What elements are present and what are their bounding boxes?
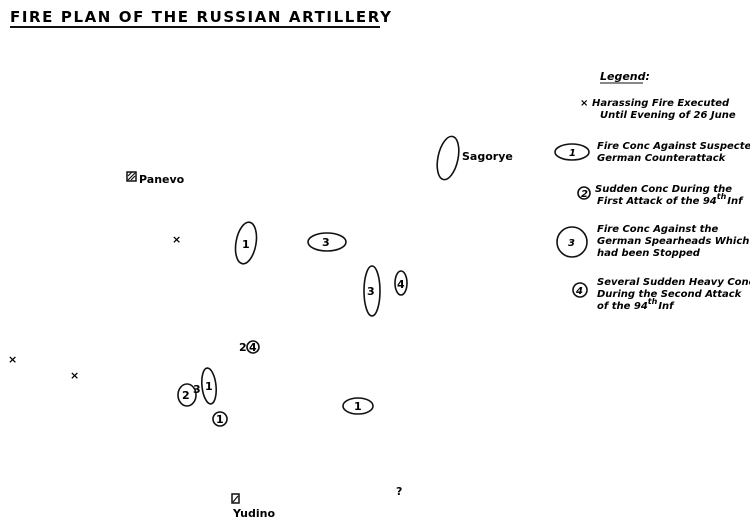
sagorye-label: Sagorye	[462, 150, 513, 163]
legend-text: Several Sudden Heavy Conc	[597, 277, 750, 288]
legend: Legend: × Harassing Fire Executed Until …	[554, 70, 750, 312]
legend-text: Fire Conc Against Suspected	[597, 141, 750, 152]
concentration-number: 1	[205, 380, 213, 393]
legend-oval-3	[556, 226, 588, 258]
concentration-number: 3	[367, 285, 375, 298]
legend-item-concentration-4: 4 Several Sudden Heavy Conc During the S…	[572, 277, 750, 312]
concentration-number: 1	[354, 400, 362, 413]
legend-symbol: 3	[568, 238, 575, 249]
legend-circle-2	[577, 186, 591, 200]
map-title: FIRE PLAN OF THE RUSSIAN ARTILLERY	[10, 8, 393, 26]
legend-symbol: 4	[575, 286, 583, 297]
concentration-number: 3	[193, 383, 201, 396]
legend-symbol: 2	[581, 189, 588, 200]
fire-concentration-oval-1	[234, 221, 258, 265]
legend-text: German Counterattack	[597, 153, 727, 164]
legend-oval-1	[554, 143, 590, 161]
legend-text: had been Stopped	[597, 248, 701, 259]
fire-concentration-oval-3	[307, 232, 347, 252]
legend-symbol: 1	[569, 148, 576, 159]
harassing-fire-mark: ×	[172, 233, 181, 246]
legend-text: During the Second Attack	[597, 289, 743, 300]
concentration-number: 1	[216, 413, 224, 426]
legend-text: Fire Conc Against the	[597, 224, 718, 235]
legend-text: Until Evening of 26 June	[600, 110, 736, 121]
concentration-number: 2	[182, 389, 190, 402]
legend-item-concentration-3: 3 Fire Conc Against the German Spearhead…	[556, 224, 749, 259]
legend-text: Harassing Fire Executed	[592, 98, 730, 109]
fire-concentration-oval-1	[436, 135, 460, 181]
fire-concentration-oval-1	[200, 367, 218, 405]
concentration-number: 2	[239, 341, 247, 354]
panevo-village: Panevo	[126, 171, 185, 186]
yudino-label: Yudino	[232, 507, 275, 520]
legend-circle-4	[572, 282, 588, 298]
concentration-number: 1	[242, 238, 250, 251]
yudino-village: Yudino	[231, 493, 275, 520]
fire-concentration-oval-1	[342, 397, 374, 415]
fire-concentration-oval-3	[363, 265, 381, 317]
concentration-number: 4	[397, 278, 405, 291]
fire-concentration-circle-2	[177, 383, 197, 407]
legend-symbol: ×	[580, 98, 588, 109]
fire-concentration-circle-1	[212, 411, 228, 427]
legend-title: Legend:	[600, 70, 650, 83]
question-mark: ?	[396, 485, 402, 498]
legend-item-harassing-fire: × Harassing Fire Executed Until Evening …	[580, 98, 736, 121]
harassing-fire-mark: ×	[8, 353, 17, 366]
legend-text: First Attack of the 94thInf	[597, 192, 744, 207]
legend-text: Sudden Conc During the	[595, 184, 732, 195]
panevo-label: Panevo	[139, 173, 185, 186]
legend-text: German Spearheads Which	[597, 236, 749, 247]
legend-text: of the 94thInf	[597, 297, 675, 312]
fire-concentration-circle-4	[246, 340, 260, 354]
legend-item-concentration-2: 2 Sudden Conc During the First Attack of…	[577, 184, 744, 207]
sagorye-concentration: Sagorye	[436, 135, 513, 181]
fire-concentration-oval-4	[394, 270, 408, 296]
concentration-number: 4	[249, 341, 257, 354]
concentration-number: 3	[322, 236, 330, 249]
legend-item-concentration-1: 1 Fire Conc Against Suspected German Cou…	[554, 141, 750, 164]
harassing-fire-mark: ×	[70, 369, 79, 382]
